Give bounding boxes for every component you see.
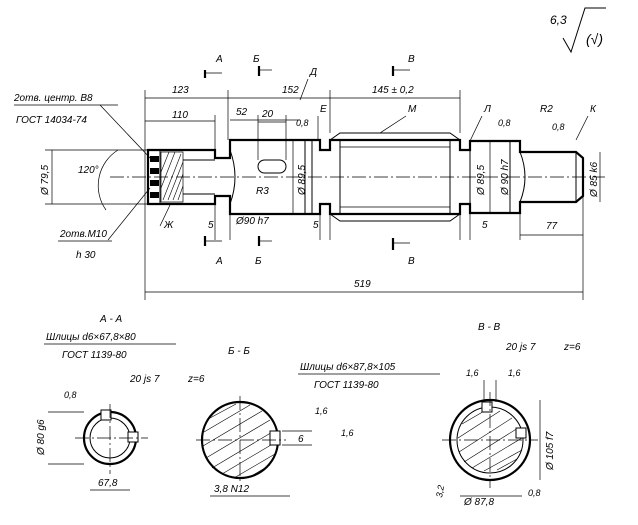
roughness-symbol: 6,3 (√) bbox=[550, 7, 606, 54]
roughness-suffix: (√) bbox=[586, 31, 603, 47]
thread-note-line1: 2отв.М10 bbox=[59, 229, 107, 240]
section-b-top: Б bbox=[253, 54, 260, 65]
diameter-labels: Ø 89,5 Ø90 h7 Ø 89,5 Ø 90 h7 Ø 85 k6 bbox=[235, 140, 601, 227]
radius-r2: R2 bbox=[540, 104, 553, 115]
thread-hole-note: 2отв.М10 h 30 bbox=[58, 187, 151, 261]
section-aa-inner: 67,8 bbox=[98, 478, 118, 489]
section-b-bottom: Б bbox=[255, 256, 262, 267]
section-bb-key-depth: 6 bbox=[298, 434, 304, 445]
section-markers: А Б В А Б В bbox=[203, 54, 415, 267]
angle-label: 120° bbox=[78, 165, 99, 176]
section-aa-title: А - А bbox=[99, 314, 123, 325]
section-vv-spline2: ГОСТ 1139-80 bbox=[314, 380, 379, 391]
rough-08-c: 0,8 bbox=[552, 122, 565, 132]
section-a-top: А bbox=[215, 54, 223, 65]
rough-08-b: 0,8 bbox=[498, 118, 511, 128]
dim-5-c: 5 bbox=[482, 220, 488, 231]
dia-90h7-left: Ø90 h7 bbox=[235, 216, 269, 227]
section-vv-rough3: 3,2 bbox=[434, 484, 446, 498]
center-hole-note: 2отв. центр. В8 ГОСТ 14034-74 bbox=[13, 93, 153, 161]
callout-l: Л bbox=[483, 104, 491, 115]
dim-145: 145 ± 0,2 bbox=[372, 85, 414, 96]
section-bb: Б - Б 1,6 1,6 6 3,8 N12 bbox=[196, 346, 354, 497]
section-vv-width: 20 js 7 bbox=[505, 342, 536, 353]
centers-note-line2: ГОСТ 14034-74 bbox=[16, 115, 87, 126]
section-aa-z: z=6 bbox=[187, 374, 205, 385]
section-aa-spline1: Шлицы d6×67,8×80 bbox=[46, 332, 136, 343]
callout-zh: Ж bbox=[163, 220, 174, 231]
section-a-bottom: А bbox=[215, 256, 223, 267]
section-vv-rough1: 1,6 bbox=[466, 368, 479, 378]
dia-89-5-right: Ø 89,5 bbox=[476, 165, 487, 196]
dim-dia-79-5: Ø 79,5 bbox=[40, 149, 148, 205]
dim-519: 519 bbox=[354, 279, 371, 290]
section-bb-rough2: 1,6 bbox=[341, 428, 354, 438]
section-bb-rough1: 1,6 bbox=[315, 406, 328, 416]
dim-77: 77 bbox=[546, 221, 558, 232]
section-vv-title: В - В bbox=[478, 322, 501, 333]
callout-m: М bbox=[408, 104, 417, 115]
dim-110: 110 bbox=[172, 110, 188, 121]
bottom-dimensions: 5 5 5 77 519 bbox=[145, 196, 584, 300]
section-aa: А - А Шлицы d6×67,8×80 ГОСТ 1139-80 20 j… bbox=[36, 314, 205, 491]
dim-20: 20 bbox=[261, 109, 274, 120]
radius-r3: R3 bbox=[256, 186, 269, 197]
callout-d: Д bbox=[309, 67, 317, 78]
section-v-top: В bbox=[408, 54, 415, 65]
callout-e: Е bbox=[320, 104, 327, 115]
section-aa-dia: Ø 80 g6 bbox=[36, 419, 47, 456]
dia-79-5-label: Ø 79,5 bbox=[40, 165, 51, 196]
keyway-slot bbox=[257, 159, 287, 174]
section-aa-spline2: ГОСТ 1139-80 bbox=[62, 350, 127, 361]
section-aa-width: 20 js 7 bbox=[129, 374, 160, 385]
section-vv-rough4: 0,8 bbox=[528, 488, 541, 498]
section-vv-inner: Ø 87,8 bbox=[463, 497, 494, 508]
rough-08-a: 0,8 bbox=[296, 118, 309, 128]
thread-note-line2: h 30 bbox=[76, 250, 96, 261]
section-vv-rough2: 1,6 bbox=[508, 368, 521, 378]
dia-85k6: Ø 85 k6 bbox=[589, 162, 600, 198]
surface-notes: 0,8 0,8 0,8 R2 R3 bbox=[256, 104, 565, 197]
section-bb-key-width: 3,8 N12 bbox=[214, 484, 249, 495]
roughness-value: 6,3 bbox=[550, 13, 567, 27]
section-aa-rough: 0,8 bbox=[64, 390, 77, 400]
section-vv-z: z=6 bbox=[563, 342, 581, 353]
centers-note-line1: 2отв. центр. В8 bbox=[13, 93, 93, 104]
angle-dimension: 120° bbox=[78, 149, 119, 211]
top-dimensions: 123 152 145 ± 0,2 110 52 20 bbox=[144, 85, 461, 300]
dim-5-a: 5 bbox=[208, 220, 214, 231]
section-vv: В - В Шлицы d6×87,8×105 ГОСТ 1139-80 20 … bbox=[298, 322, 581, 508]
section-vv-spline1: Шлицы d6×87,8×105 bbox=[300, 362, 396, 373]
dim-52: 52 bbox=[236, 107, 248, 118]
section-bb-title: Б - Б bbox=[228, 346, 250, 357]
dia-90h7-right: Ø 90 h7 bbox=[500, 159, 511, 196]
section-vv-dia: Ø 105 f7 bbox=[545, 431, 556, 471]
callouts: Д Е М Л К Ж bbox=[159, 67, 597, 231]
dim-123: 123 bbox=[172, 85, 189, 96]
spline-hatch-left bbox=[150, 151, 184, 203]
section-v-bottom: В bbox=[408, 256, 415, 267]
dim-152: 152 bbox=[282, 85, 299, 96]
dia-89-5-left: Ø 89,5 bbox=[297, 165, 308, 196]
shaft-view bbox=[110, 132, 605, 222]
callout-k: К bbox=[590, 104, 597, 115]
dim-5-b: 5 bbox=[313, 220, 319, 231]
